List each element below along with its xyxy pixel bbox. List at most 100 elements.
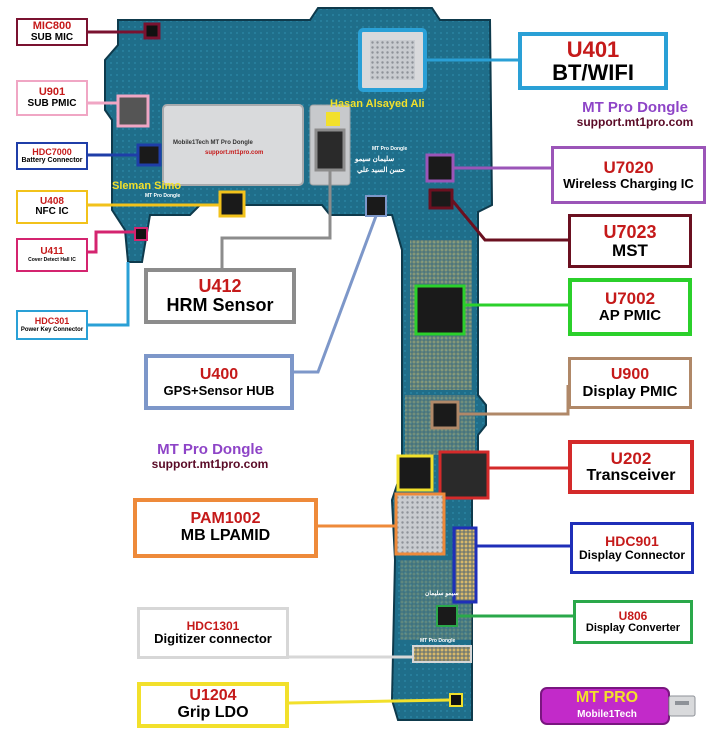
component-name: Grip LDO [177, 704, 249, 721]
component-code: HDC7000 [32, 146, 72, 157]
chip-hdc901 [452, 526, 478, 604]
component-code: U202 [610, 448, 652, 468]
label-u400: U400 GPS+Sensor HUB [144, 354, 294, 410]
label-hdc1301: HDC1301 Digitizer connector [137, 607, 289, 659]
brand-url: support.mt1pro.com [576, 114, 694, 129]
component-code: U7002 [604, 289, 656, 309]
label-u411: U411 Cover Detect Hall IC [16, 238, 88, 272]
component-code: HDC301 [34, 316, 70, 327]
component-code: U401 [566, 36, 620, 62]
component-code: U7020 [603, 158, 654, 178]
shield-small: MT Pro Dongle [145, 193, 181, 199]
label-mic800: MIC800 SUB MIC [16, 18, 88, 46]
chip-hdc1301 [412, 645, 472, 663]
chip-u7020 [425, 153, 455, 183]
rf-shield [162, 104, 304, 186]
dongle-icon [540, 687, 696, 725]
label-hdc7000: HDC7000 Battery Connector [16, 142, 88, 170]
chip-u411 [134, 227, 148, 241]
chip-hdc7000 [136, 143, 162, 167]
component-code: U806 [618, 608, 648, 623]
chip-u7002 [414, 284, 466, 336]
component-code: MIC800 [32, 19, 72, 32]
arabic-2: حسن السيد علي [357, 167, 406, 174]
author-name: Hasan Alsayed Ali [330, 98, 425, 110]
component-name: MST [612, 240, 648, 260]
arabic-1: سليمان سيمو [355, 156, 395, 163]
component-name: Transceiver [586, 466, 676, 484]
label-u1204: U1204 Grip LDO [137, 682, 289, 728]
label-u900: U900 Display PMIC [568, 357, 692, 409]
chip-u412 [314, 128, 346, 172]
component-name: HRM Sensor [166, 295, 274, 315]
component-code: U7023 [603, 221, 657, 242]
label-u901: U901 SUB PMIC [16, 80, 88, 116]
label-u806: U806 Display Converter [573, 600, 693, 644]
dongle-title: MT PRO [575, 689, 639, 706]
author-name-2: Sleman Simo [112, 180, 182, 192]
chip-u806 [436, 605, 458, 627]
chip-u901 [116, 94, 150, 128]
label-u408: U408 NFC IC [16, 190, 88, 224]
label-u7023: U7023 MST [568, 214, 692, 268]
chip-u1204 [449, 693, 463, 707]
component-code: PAM1002 [190, 510, 261, 528]
chip-u400 [365, 195, 387, 217]
brand-title: MT Pro Dongle [582, 99, 688, 116]
component-name: Digitizer connector [154, 631, 272, 647]
component-code: U412 [198, 276, 242, 297]
label-u401: U401 BT/WIFI [518, 32, 668, 90]
chip-u900 [430, 400, 460, 430]
component-name: AP PMIC [598, 307, 662, 325]
dongle-sub: Mobile1Tech [577, 709, 637, 720]
chip-mic800 [143, 22, 161, 40]
component-code: HDC901 [605, 533, 659, 550]
shield-url: support.mt1pro.com [205, 150, 264, 156]
component-name: NFC IC [35, 206, 69, 217]
leader-u7023 [450, 199, 568, 242]
chip-u408 [218, 190, 246, 218]
component-name: MB LPAMID [180, 527, 271, 544]
leader-hdc301 [88, 262, 130, 327]
component-code: U411 [40, 246, 64, 258]
brand-watermark-top: MT Pro Dongle support.mt1pro.com [560, 100, 710, 128]
chip-mt-text: MT Pro Dongle [372, 146, 408, 152]
chip-u7023 [428, 188, 454, 210]
component-code: U408 [40, 195, 64, 207]
label-u7020: U7020 Wireless Charging IC [551, 146, 706, 204]
leader-u412 [220, 170, 332, 268]
component-name: GPS+Sensor HUB [163, 382, 275, 398]
component-name: Wireless Charging IC [563, 176, 694, 192]
component-name: SUB PMIC [27, 97, 77, 109]
brand-url: support.mt1pro.com [151, 456, 269, 471]
label-pam1002: PAM1002 MB LPAMID [133, 498, 318, 558]
shield-title: Mobile1Tech MT Pro Dongle [173, 140, 253, 146]
component-name: BT/WIFI [552, 60, 634, 85]
chip-pam1002 [394, 492, 446, 556]
component-name: Display Converter [585, 621, 681, 634]
brand-watermark-mid: MT Pro Dongle support.mt1pro.com [135, 442, 285, 470]
mt-pro-dongle-logo: MT PRO Mobile1Tech [537, 684, 699, 728]
brand-title: MT Pro Dongle [157, 441, 263, 458]
component-code: HDC1301 [186, 618, 240, 633]
leader-u400 [294, 215, 378, 374]
label-u202: U202 Transceiver [568, 440, 694, 494]
component-name: Display PMIC [582, 382, 678, 400]
component-code: U400 [199, 365, 239, 383]
arabic-low: سيمو سليمان [425, 591, 459, 597]
component-code: U901 [38, 85, 66, 98]
component-name: Power Key Connector [20, 326, 84, 333]
leader-u411 [88, 230, 135, 254]
chip-u202 [438, 450, 490, 500]
label-hdc301: HDC301 Power Key Connector [16, 310, 88, 340]
component-name: SUB MIC [30, 31, 74, 43]
component-name: Battery Connector [21, 157, 83, 165]
component-name: Display Connector [578, 548, 686, 563]
component-name: Cover Detect Hall IC [28, 256, 76, 263]
label-hdc901: HDC901 Display Connector [570, 522, 694, 574]
component-code: U900 [610, 365, 650, 383]
label-u412: U412 HRM Sensor [144, 268, 296, 324]
leader-u1204 [288, 698, 451, 705]
